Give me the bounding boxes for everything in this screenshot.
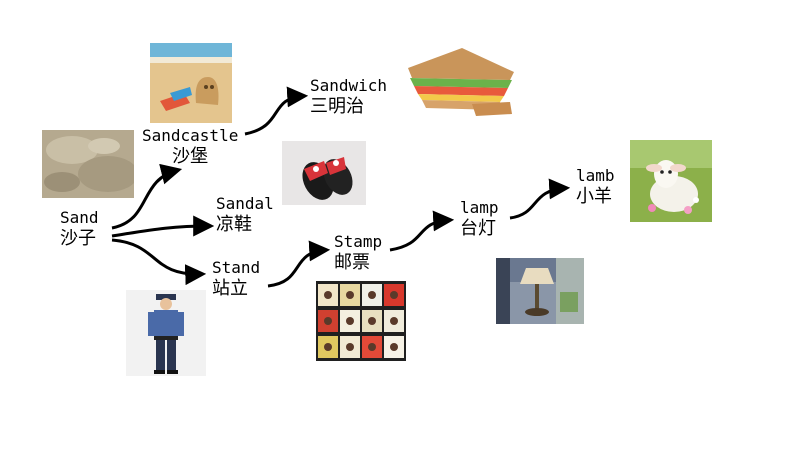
arrow-sandcastle-sandwich (244, 86, 309, 136)
node-stand-zh: 站立 (212, 278, 248, 299)
node-sandal-en: Sandal (216, 194, 274, 213)
node-lamp-zh: 台灯 (460, 218, 496, 239)
node-sandcastle: Sandcastle 沙堡 (142, 126, 238, 169)
node-lamb-en: lamb (576, 166, 615, 185)
node-sand: Sand 沙子 (60, 208, 99, 251)
node-stamp: Stamp 邮票 (334, 232, 382, 275)
node-stamp-en: Stamp (334, 232, 383, 251)
node-lamb-zh: 小羊 (576, 186, 612, 207)
arrow-stand-stamp (267, 240, 331, 288)
lamp-photo (496, 258, 584, 324)
node-sandcastle-en: Sandcastle (142, 126, 239, 145)
stamp-photo (316, 281, 406, 361)
node-stand-en: Stand (212, 258, 261, 277)
node-sandwich-en: Sandwich (310, 76, 388, 95)
lamb-photo (630, 140, 712, 222)
arrow-sand-stand (111, 238, 207, 286)
node-sandal: Sandal 凉鞋 (216, 194, 274, 237)
arrow-sand-sandcastle (111, 163, 183, 230)
node-sandwich: Sandwich 三明治 (310, 76, 387, 119)
stand-photo (126, 290, 206, 376)
node-lamp: lamp 台灯 (460, 198, 499, 241)
arrow-stamp-lamp (389, 210, 455, 252)
node-stand: Stand 站立 (212, 258, 260, 301)
node-lamb: lamb 小羊 (576, 166, 615, 209)
node-stamp-zh: 邮票 (334, 252, 370, 273)
node-sandcastle-zh: 沙堡 (172, 146, 209, 167)
arrow-sand-sandal (111, 215, 215, 238)
node-sand-zh: 沙子 (60, 228, 96, 249)
node-sand-en: Sand (60, 208, 99, 227)
node-sandwich-zh: 三明治 (310, 96, 364, 117)
sand-photo (42, 130, 134, 198)
sandwich-photo (402, 44, 520, 120)
sandal-photo (282, 141, 366, 205)
node-lamp-en: lamp (460, 198, 499, 217)
arrow-lamp-lamb (509, 178, 571, 220)
node-sandal-zh: 凉鞋 (216, 214, 252, 235)
sandcastle-photo (150, 43, 232, 123)
